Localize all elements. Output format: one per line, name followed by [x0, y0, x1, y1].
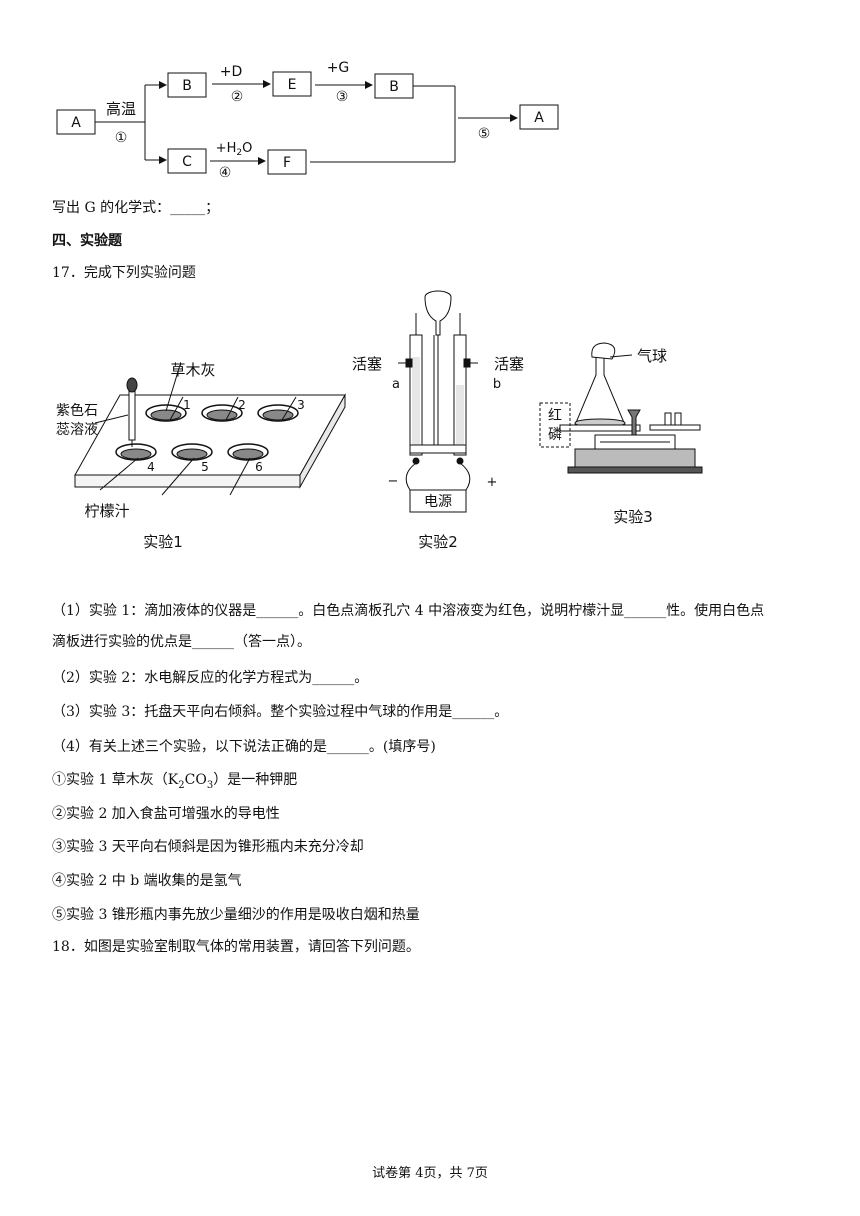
q16-tail-question: 写出 G 的化学式：_____；	[52, 200, 220, 216]
label-ash: 草木灰	[170, 361, 215, 379]
label-lemon: 柠檬汁	[84, 502, 129, 520]
hole-4: 4	[147, 460, 155, 474]
experiment-figure: 草木灰 紫色石 蕊溶液 柠檬汁 1 2 3 4 5 6 实验1 活塞 活塞 a …	[56, 290, 703, 551]
electrolysis-apparatus	[398, 290, 478, 513]
label-valve-left: 活塞	[352, 355, 382, 373]
q17-part4: （4）有关上述三个实验，以下说法正确的是______。(填序号)	[52, 739, 436, 755]
label-power: 电源	[424, 494, 452, 510]
q17-part2: （2）实验 2：水电解反应的化学方程式为______。	[52, 670, 369, 686]
label-valve-right: 活塞	[494, 355, 524, 373]
hole-5: 5	[201, 460, 209, 474]
q17-option-2: ②实验 2 加入食盐可增强水的导电性	[52, 806, 280, 822]
balance-apparatus	[539, 342, 703, 474]
label-plus: +	[487, 475, 498, 490]
label-b: b	[493, 377, 501, 392]
q17-title: 17．完成下列实验问题	[52, 265, 196, 281]
section-heading-experiment: 四、实验题	[52, 233, 122, 249]
caption-exp2: 实验2	[418, 533, 458, 551]
q17-part1-line1: （1）实验 1：滴加液体的仪器是______。白色点滴板孔穴 4 中溶液变为红色…	[52, 603, 765, 619]
label-minus: −	[388, 474, 399, 489]
q17-part1-line2: 滴板进行实验的优点是______（答一点）。	[52, 634, 311, 650]
q17-option-4: ④实验 2 中 b 端收集的是氢气	[52, 873, 242, 889]
hole-1: 1	[183, 398, 191, 412]
box-a-left: A	[71, 115, 81, 131]
box-b2: B	[389, 79, 399, 95]
caption-exp1: 实验1	[143, 533, 183, 551]
reagent-h2o: +H2O	[216, 141, 253, 158]
label-litmus-1: 紫色石	[56, 402, 98, 419]
hole-2: 2	[238, 398, 246, 412]
label-phosphorus-2: 磷	[548, 427, 562, 443]
label-litmus-2: 蕊溶液	[56, 422, 98, 438]
step-5-label: ⑤	[478, 126, 491, 142]
hole-3: 3	[297, 398, 305, 412]
box-c: C	[182, 154, 192, 170]
condition-high-temp: 高温	[106, 100, 136, 118]
step-1-label: ①	[115, 130, 128, 146]
box-a-right: A	[534, 110, 544, 126]
reaction-flowchart: A B E B C F A 高温 ① +D ② +G ③ +H2O ④ ⑤	[56, 60, 559, 181]
box-b1: B	[182, 78, 192, 94]
label-phosphorus-1: 红	[548, 408, 562, 424]
q17-option-3: ③实验 3 天平向右倾斜是因为锥形瓶内未充分冷却	[52, 839, 364, 855]
reagent-d: +D	[220, 64, 243, 80]
step-3-label: ③	[336, 89, 349, 105]
reagent-g: +G	[327, 60, 350, 76]
spot-plate-diagram	[74, 364, 346, 496]
box-f: F	[283, 155, 291, 171]
box-e: E	[288, 77, 297, 93]
q17-option-1: ①实验 1 草木灰（K2CO3）是一种钾肥	[52, 772, 298, 791]
label-balloon: 气球	[637, 347, 667, 365]
q17-option-5: ⑤实验 3 锥形瓶内事先放少量细沙的作用是吸收白烟和热量	[52, 907, 420, 923]
step-4-label: ④	[219, 165, 232, 181]
q17-part3: （3）实验 3：托盘天平向右倾斜。整个实验过程中气球的作用是______。	[52, 704, 509, 720]
label-a: a	[392, 377, 400, 392]
page-footer: 试卷第 4页，共 7页	[372, 1166, 488, 1181]
hole-6: 6	[255, 460, 263, 474]
q18-title: 18．如图是实验室制取气体的常用装置，请回答下列问题。	[52, 939, 420, 955]
caption-exp3: 实验3	[613, 508, 653, 526]
step-2-label: ②	[231, 89, 244, 105]
